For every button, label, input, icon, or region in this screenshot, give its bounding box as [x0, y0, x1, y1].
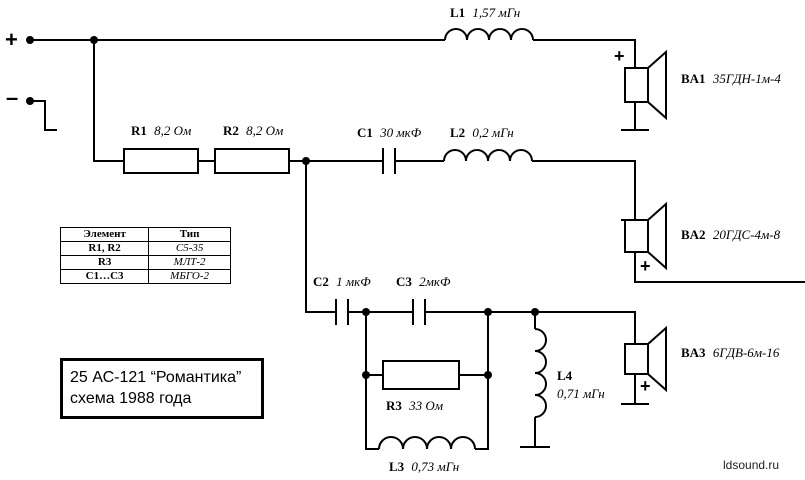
l4-ref-label: L4 [557, 368, 573, 383]
l2-label: L2 0,2 мГн [450, 125, 514, 140]
ba1-polarity: + [614, 46, 625, 66]
watermark: ldsound.ru [723, 458, 780, 472]
ba2-feed-wire [532, 160, 636, 220]
c1-label: C1 30 мкФ [357, 125, 422, 140]
r3-label: R3 33 Ом [386, 398, 443, 413]
c2-label: C2 1 мкФ [313, 274, 371, 289]
speaker-ba3-cone [647, 325, 667, 393]
resistor-r3-symbol [382, 360, 460, 390]
resistor-r2-symbol [214, 148, 290, 174]
speaker-ba2-return-wire [634, 252, 805, 283]
capacitor-c3-symbol [412, 299, 426, 325]
speaker-ba1: + BA1 35ГДН-1м-4 [614, 46, 781, 131]
speaker-ba2: + BA2 20ГДС-4м-8 [621, 201, 805, 283]
minus-terminal-sign: – [6, 85, 18, 110]
resistor-chain: R1 8,2 Ом R2 8,2 Ом [93, 40, 383, 174]
capacitor-c2-symbol [335, 299, 349, 325]
table-cell-element: R3 [59, 255, 150, 270]
speaker-ba2-magnet [624, 219, 649, 253]
table-cell-element: R1, R2 [59, 241, 150, 256]
inductor-l3-symbol [378, 436, 476, 450]
table-row: R3 МЛТ-2 [59, 255, 231, 270]
table-row: R1, R2 С5-35 [59, 241, 231, 256]
midrange-branch: C1 30 мкФ L2 0,2 мГн [357, 125, 636, 220]
plus-terminal-sign: + [5, 27, 18, 52]
ba3-label: BA3 6ГДВ-6м-16 [681, 345, 780, 360]
ba3-feed-wire [425, 311, 636, 344]
l4-value-label: 0,71 мГн [557, 386, 605, 401]
speaker-ba1-cone [647, 49, 667, 121]
ba2-label: BA2 20ГДС-4м-8 [681, 227, 781, 242]
parts-table-header-type: Тип [148, 227, 231, 242]
ba1-label: BA1 35ГДН-1м-4 [681, 71, 781, 86]
r1-label: R1 8,2 Ом [131, 123, 191, 138]
woofer-branch: L1 1,57 мГн [30, 5, 636, 68]
ground-symbol [30, 100, 57, 131]
title-box: 25 АС-121 “Романтика” схема 1988 года [60, 358, 264, 419]
speaker-ba2-cone [647, 201, 667, 271]
l3-label: L3 0,73 мГн [389, 459, 459, 474]
ba2-polarity: + [640, 256, 651, 276]
ba1-feed-wire [533, 39, 636, 68]
l1-label: L1 1,57 мГн [450, 5, 520, 20]
wire-r3-l3-left [365, 312, 379, 450]
speaker-ba3-magnet [624, 343, 649, 375]
table-row: C1…C3 МБГО-2 [59, 269, 231, 284]
parts-table-header-element: Элемент [59, 227, 150, 242]
l4-ground [520, 417, 550, 448]
inductor-l2-symbol [443, 149, 533, 162]
c3-label: C3 2мкФ [396, 274, 451, 289]
table-cell-type: МЛТ-2 [148, 255, 231, 270]
tweeter-feed-wire [305, 161, 336, 313]
wire-r3-l3-right [475, 312, 489, 450]
speaker-ba3-ground [621, 374, 649, 405]
inductor-l4-symbol [534, 328, 547, 418]
parts-table: Элемент Тип R1, R2 С5-35 R3 МЛТ-2 C1…C3 … [59, 227, 231, 284]
title-line-1: 25 АС-121 “Романтика” [70, 369, 242, 386]
junction-dot [362, 371, 370, 379]
title-line-2: схема 1988 года [70, 390, 192, 407]
junction-dot [484, 371, 492, 379]
table-cell-type: С5-35 [148, 241, 231, 256]
ba3-polarity: + [640, 376, 651, 396]
resistor-r1-symbol [123, 148, 199, 174]
inductor-l1-symbol [444, 28, 534, 41]
tweeter-branch: C2 1 мкФ C3 2мкФ R3 33 Ом L3 0,73 мГн L4… [305, 161, 636, 474]
table-cell-type: МБГО-2 [148, 269, 231, 284]
speaker-ba3: + BA3 6ГДВ-6м-16 [621, 325, 780, 405]
speaker-ba1-ground [621, 102, 649, 131]
parts-table-header: Элемент Тип [59, 227, 231, 242]
table-cell-element: C1…C3 [59, 269, 150, 284]
input-terminals: + – [5, 27, 57, 131]
r2-label: R2 8,2 Ом [223, 123, 283, 138]
vertical-feed-wire [93, 40, 124, 162]
capacitor-c1-symbol [382, 148, 396, 174]
speaker-ba1-magnet [624, 67, 649, 103]
